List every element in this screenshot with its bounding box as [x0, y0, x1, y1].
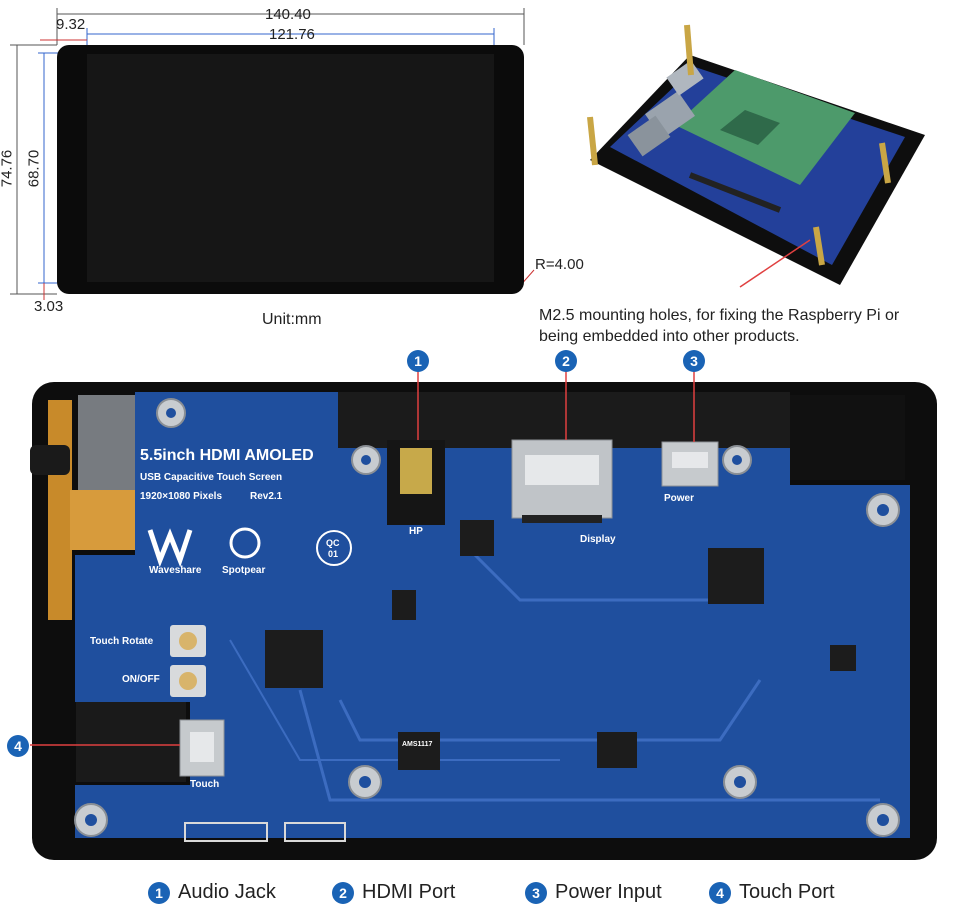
legend-item-touch-port: 4 Touch Port [709, 881, 835, 904]
touch-rotate-label: Touch Rotate [90, 636, 154, 647]
board-artwork [30, 370, 937, 860]
qc-number: 01 [328, 549, 339, 559]
legend-label-touch-port: Touch Port [739, 881, 835, 903]
legend-label-power-input: Power Input [555, 881, 662, 903]
legend-badge-1: 1 [148, 881, 170, 904]
callout-badge-3: 3 [683, 350, 705, 372]
legend-badge-4: 4 [709, 881, 731, 904]
dimension-lines [10, 8, 535, 300]
legend-item-power-input: 3 Power Input [525, 881, 662, 904]
legend-label-audio-jack: Audio Jack [178, 881, 276, 903]
callout-badge-2: 2 [555, 350, 577, 372]
callout-badge-1: 1 [407, 350, 429, 372]
unit-label: Unit:mm [262, 311, 322, 328]
board-revision: Rev2.1 [250, 491, 283, 502]
board-subtitle: USB Capacitive Touch Screen [140, 472, 283, 483]
mounting-caption: M2.5 mounting holes, for fixing the Rasp… [539, 305, 899, 347]
onoff-label: ON/OFF [122, 674, 160, 685]
display-label: Display [580, 534, 616, 545]
side-margin-label: 9.32 [56, 16, 86, 33]
overall-width-label: 140.40 [265, 6, 311, 23]
mounting-caption-line2: being embedded into other products. [539, 328, 800, 345]
raspberry-pi-mount-image [587, 24, 925, 288]
overall-height-label: 74.76 [0, 149, 16, 188]
legend-item-audio-jack: 1 Audio Jack [148, 881, 276, 904]
corner-radius-label: R=4.00 [535, 256, 584, 273]
callout-badge-4: 4 [7, 735, 29, 757]
legend-badge-3: 3 [525, 881, 547, 904]
active-width-label: 121.76 [269, 26, 315, 43]
bottom-margin-label: 3.03 [34, 298, 64, 315]
regulator-chip-label: AMS1117 [402, 741, 433, 748]
legend-badge-2: 2 [332, 881, 354, 904]
legend-item-hdmi-port: 2 HDMI Port [332, 881, 455, 904]
qc-label: QC [326, 538, 340, 548]
power-label: Power [664, 493, 695, 504]
active-height-label: 68.70 [25, 149, 43, 188]
board-resolution: 1920×1080 Pixels [140, 491, 223, 502]
hp-label: HP [409, 526, 423, 537]
brand-waveshare: Waveshare [149, 565, 202, 576]
board-title: 5.5inch HDMI AMOLED [140, 447, 314, 464]
brand-spotpear: Spotpear [222, 565, 266, 576]
mounting-caption-line1: M2.5 mounting holes, for fixing the Rasp… [539, 307, 900, 324]
touch-label: Touch [190, 779, 220, 790]
legend-label-hdmi-port: HDMI Port [362, 881, 456, 903]
